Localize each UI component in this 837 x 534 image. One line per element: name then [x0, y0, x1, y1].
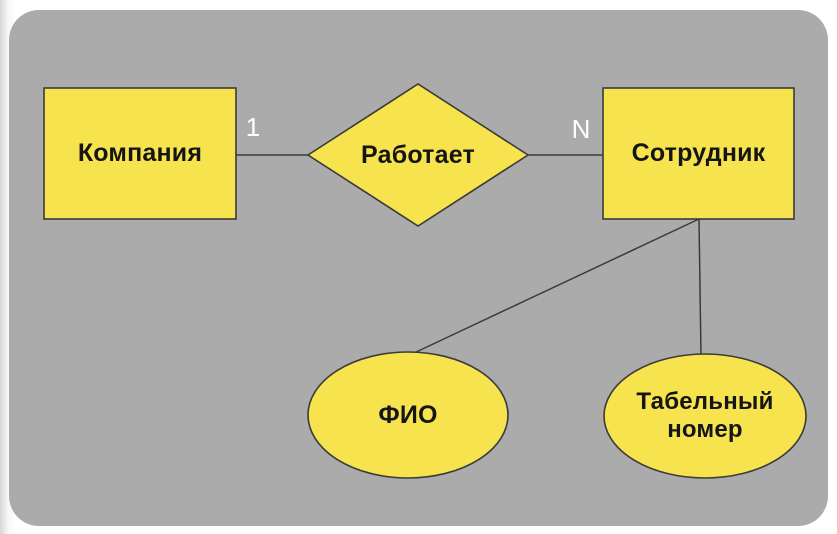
entity-employee-label: Сотрудник	[631, 139, 766, 168]
entity-company-label: Компания	[77, 139, 203, 168]
attribute-tabel-label: Табельный номер	[636, 388, 774, 443]
attribute-tabel-shape	[603, 353, 807, 479]
relationship-works-label: Работает	[361, 140, 475, 169]
entity-company-shape	[43, 87, 237, 220]
relationship-works-shape	[306, 83, 530, 227]
connector-employee-tabel	[698, 218, 702, 357]
cardinality-one-label: 1	[245, 111, 261, 142]
attribute-fio-shape	[307, 351, 509, 479]
cardinality-n-label: N	[571, 113, 591, 144]
attribute-fio-label: ФИО	[378, 400, 438, 429]
entity-employee-shape	[602, 87, 795, 220]
connector-employee-fio	[413, 218, 700, 354]
